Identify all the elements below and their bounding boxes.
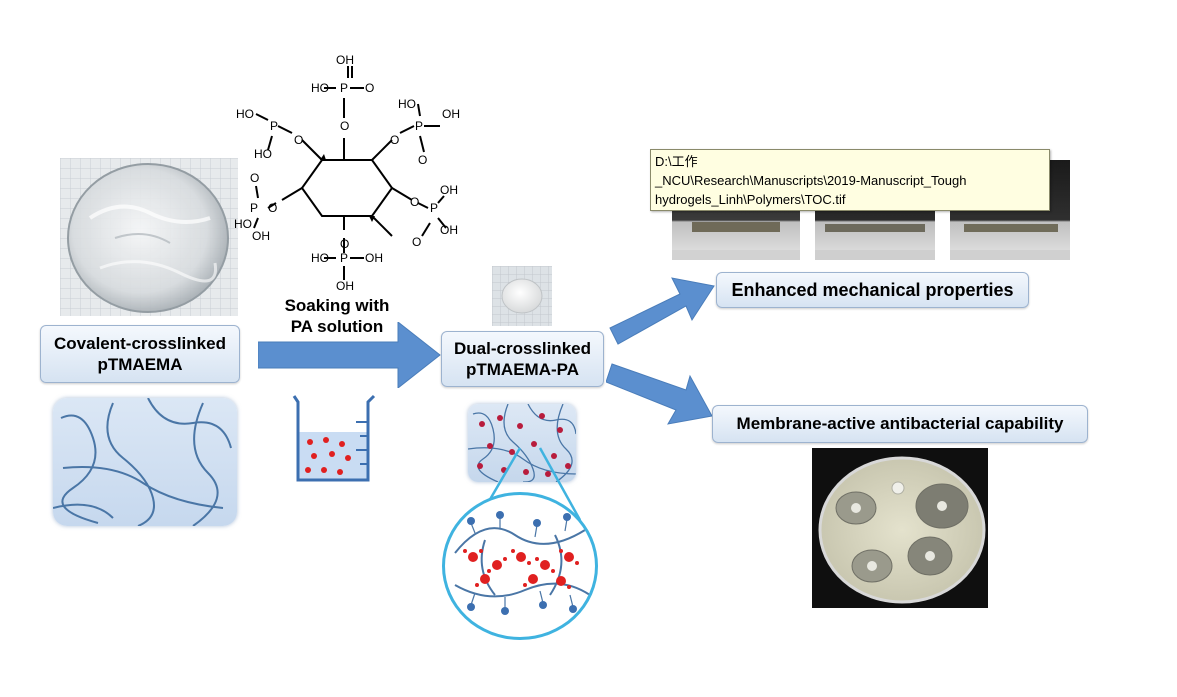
tooltip-line2: _NCU\Research\Manuscripts\2019-Manuscrip… — [655, 173, 967, 188]
chem-ho-lt: HO — [236, 107, 254, 121]
arrow-to-mechanical — [609, 277, 715, 345]
chem-oh-bottom2: OH — [336, 279, 354, 293]
chem-ho-rt: HO — [398, 97, 416, 111]
hydrogel-disc-image — [60, 158, 238, 316]
antibacterial-label: Membrane-active antibacterial capability — [712, 405, 1088, 443]
file-path-tooltip: D:\工作 _NCU\Research\Manuscripts\2019-Man… — [650, 149, 1050, 211]
chem-o-top: O — [365, 81, 374, 95]
chem-o-top-ring: O — [340, 119, 349, 133]
arrow-to-antibacterial — [606, 363, 713, 425]
soaking-label: Soaking with PA solution — [262, 295, 412, 337]
dual-crosslinked-label: Dual-crosslinked pTMAEMA-PA — [441, 331, 604, 387]
chem-p-rb: P — [430, 201, 438, 215]
chem-oh-lb: OH — [252, 229, 270, 243]
covalent-label-line1: Covalent-crosslinked — [54, 334, 226, 353]
chem-oh-rb2: OH — [440, 223, 458, 237]
chem-ho-bottom: HO — [311, 251, 329, 265]
chem-oh-rb: OH — [440, 183, 458, 197]
tooltip-line3: hydrogels_Linh\Polymers\TOC.tif — [655, 192, 846, 207]
chem-p-lt: P — [270, 119, 278, 133]
covalent-hydrogel-photo — [60, 158, 238, 316]
tooltip-line1: D:\工作 — [655, 154, 698, 169]
dual-network-illustration — [468, 404, 576, 482]
chem-oh-top: OH — [336, 53, 354, 67]
soaking-arrow — [258, 322, 441, 388]
beaker-illustration — [292, 394, 376, 482]
soaking-line1: Soaking with — [284, 296, 390, 315]
chem-o-rt-ring: O — [390, 133, 399, 147]
chem-o-bottom-ring: O — [340, 237, 349, 251]
dual-hydrogel-photo — [492, 266, 552, 326]
covalent-label-line2: pTMAEMA — [97, 355, 183, 374]
chem-o-lb-ring: O — [268, 201, 277, 215]
chem-oh-rt: OH — [442, 107, 460, 121]
chem-ho-top: HO — [311, 81, 329, 95]
covalent-network-illustration — [53, 398, 237, 526]
antibacterial-label-text: Membrane-active antibacterial capability — [736, 414, 1064, 433]
covalent-crosslinked-label: Covalent-crosslinked pTMAEMA — [40, 325, 240, 383]
chem-ho-lb: HO — [234, 217, 252, 231]
chem-o-lb: O — [250, 171, 259, 185]
dual-label-line1: Dual-crosslinked — [454, 339, 591, 358]
chem-o-rb-ring: O — [410, 195, 419, 209]
soaking-line2: PA solution — [290, 317, 384, 336]
chem-p-top: P — [340, 81, 348, 95]
chem-p-lb: P — [250, 201, 258, 215]
molecular-zoom-circle — [442, 492, 598, 640]
chem-ho-lt2: HO — [254, 147, 272, 161]
chem-o-rt: O — [418, 153, 427, 167]
mechanical-properties-label: Enhanced mechanical properties — [716, 272, 1029, 308]
chem-o-rb: O — [412, 235, 421, 249]
mechanical-label-text: Enhanced mechanical properties — [731, 279, 1014, 300]
chem-p-bottom: P — [340, 251, 348, 265]
chem-oh-bottom: OH — [365, 251, 383, 265]
phytic-acid-structure: OH HO P O O HO OH P O O HO P HO O O P OH… — [232, 48, 464, 294]
petri-dish-photo — [812, 448, 988, 608]
dual-label-line2: pTMAEMA-PA — [466, 360, 579, 379]
chem-o-lt-ring: O — [294, 133, 303, 147]
chem-p-rt: P — [415, 119, 423, 133]
